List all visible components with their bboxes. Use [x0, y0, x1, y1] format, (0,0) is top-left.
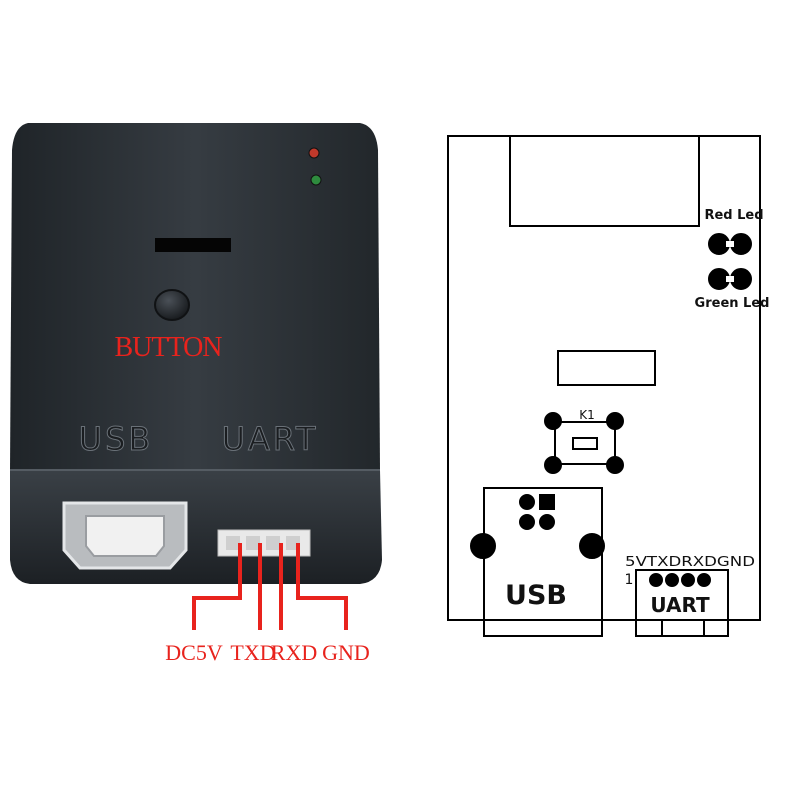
k1-label: K1: [579, 408, 595, 422]
usb-b-port[interactable]: [62, 501, 188, 570]
green-led-icon: [310, 174, 322, 186]
pcb-schematic: [447, 135, 761, 637]
label-window: [155, 238, 231, 252]
callout-dc5v: [192, 543, 242, 630]
device-case-top: [10, 123, 380, 470]
uart-pin-header-label: 5VTXDRXDGND: [625, 555, 755, 570]
pin-label-txd: TXD: [230, 640, 275, 665]
uart-footprint: [635, 569, 729, 637]
usb-port-label: USB: [79, 420, 154, 458]
green-led-label: Green Led: [695, 296, 770, 311]
pin-one-marker: 1: [625, 572, 634, 588]
button-label: BUTTON: [114, 332, 222, 363]
usb-footprint: [470, 487, 605, 637]
push-button-icon[interactable]: [154, 289, 190, 321]
pin-callout-lines: [192, 543, 348, 630]
chip-outline: [509, 135, 700, 227]
red-led-icon: [308, 147, 320, 159]
uart-footprint-label: UART: [650, 593, 710, 617]
red-led-footprint: [708, 233, 752, 255]
k1-switch-footprint: [544, 412, 624, 474]
pin-label-gnd: GND: [322, 640, 370, 665]
green-led-footprint: [708, 268, 752, 290]
device-photo: BUTTON USB UART DC5V TXD RXD GND: [10, 123, 382, 665]
pin-label-dc5v: DC5V: [165, 640, 223, 665]
component-outline: [557, 350, 656, 386]
uart-port-label: UART: [222, 420, 319, 458]
red-led-label: Red Led: [704, 208, 763, 223]
callout-gnd: [296, 543, 348, 630]
pin-label-rxd: RXD: [271, 640, 317, 665]
usb-footprint-label: USB: [505, 580, 567, 611]
